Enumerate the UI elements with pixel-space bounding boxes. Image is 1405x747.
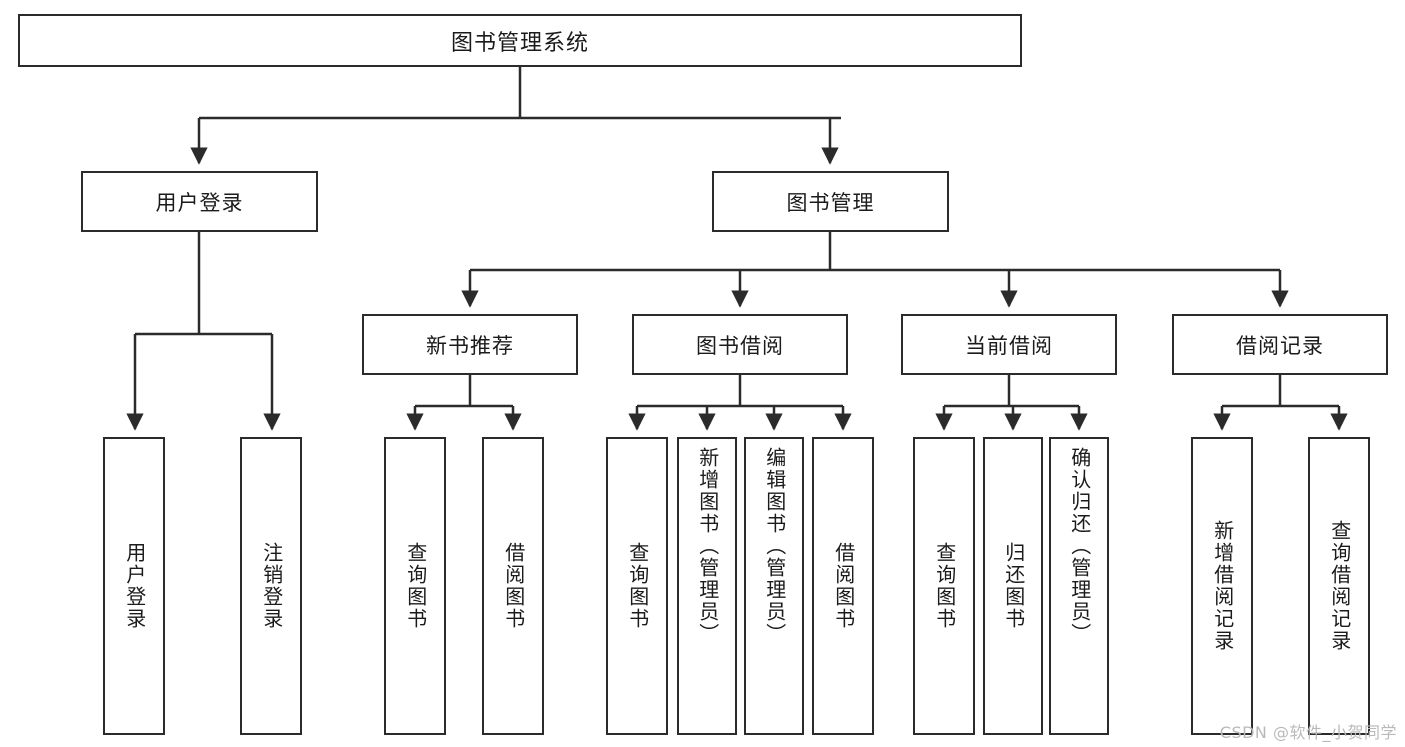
node-user-login[interactable]: 用户登录 <box>81 171 318 232</box>
node-label: 查询借阅记录 <box>1327 520 1352 652</box>
node-root[interactable]: 图书管理系统 <box>18 14 1022 67</box>
csdn-watermark: CSDN @软件_小贺同学 <box>1219 723 1397 742</box>
node-book-borrow[interactable]: 图书借阅 <box>632 314 848 375</box>
node-label: 借阅图书 <box>501 542 526 630</box>
leaf-query-book-current[interactable]: 查询图书 <box>913 437 975 735</box>
node-new-book-recommend[interactable]: 新书推荐 <box>362 314 578 375</box>
node-label: 借阅图书 <box>831 542 856 630</box>
node-book-management[interactable]: 图书管理 <box>712 171 949 232</box>
node-label: 新增图书（管理员） <box>695 447 720 645</box>
node-label: 图书借阅 <box>696 333 784 358</box>
node-label: 查询图书 <box>403 542 428 630</box>
leaf-query-book-borrow[interactable]: 查询图书 <box>606 437 668 735</box>
leaf-query-book-recommend[interactable]: 查询图书 <box>384 437 446 735</box>
node-label: 新书推荐 <box>426 333 514 358</box>
node-label: 查询图书 <box>932 542 957 630</box>
node-current-borrow[interactable]: 当前借阅 <box>901 314 1117 375</box>
node-label: 图书管理系统 <box>450 30 589 56</box>
leaf-logout-login[interactable]: 注销登录 <box>240 437 302 735</box>
leaf-user-login[interactable]: 用户登录 <box>103 437 165 735</box>
node-label: 借阅记录 <box>1236 333 1324 358</box>
leaf-edit-book-admin[interactable]: 编辑图书（管理员） <box>744 437 804 735</box>
leaf-add-book-admin[interactable]: 新增图书（管理员） <box>677 437 737 735</box>
leaf-return-book[interactable]: 归还图书 <box>983 437 1043 735</box>
leaf-add-borrow-record[interactable]: 新增借阅记录 <box>1191 437 1253 735</box>
leaf-borrow-book-recommend[interactable]: 借阅图书 <box>482 437 544 735</box>
node-label: 新增借阅记录 <box>1210 520 1235 652</box>
node-label: 编辑图书（管理员） <box>762 447 787 645</box>
node-borrow-record[interactable]: 借阅记录 <box>1172 314 1388 375</box>
node-label: 用户登录 <box>122 542 147 630</box>
leaf-confirm-return-admin[interactable]: 确认归还（管理员） <box>1049 437 1109 735</box>
leaf-query-borrow-record[interactable]: 查询借阅记录 <box>1308 437 1370 735</box>
node-label: 图书管理 <box>786 190 875 215</box>
node-label: 归还图书 <box>1001 542 1026 630</box>
node-label: 注销登录 <box>259 542 284 630</box>
node-label: 查询图书 <box>625 542 650 630</box>
node-label: 用户登录 <box>155 190 244 215</box>
leaf-borrow-book[interactable]: 借阅图书 <box>812 437 874 735</box>
node-label: 确认归还（管理员） <box>1067 447 1092 645</box>
node-label: 当前借阅 <box>965 333 1053 358</box>
